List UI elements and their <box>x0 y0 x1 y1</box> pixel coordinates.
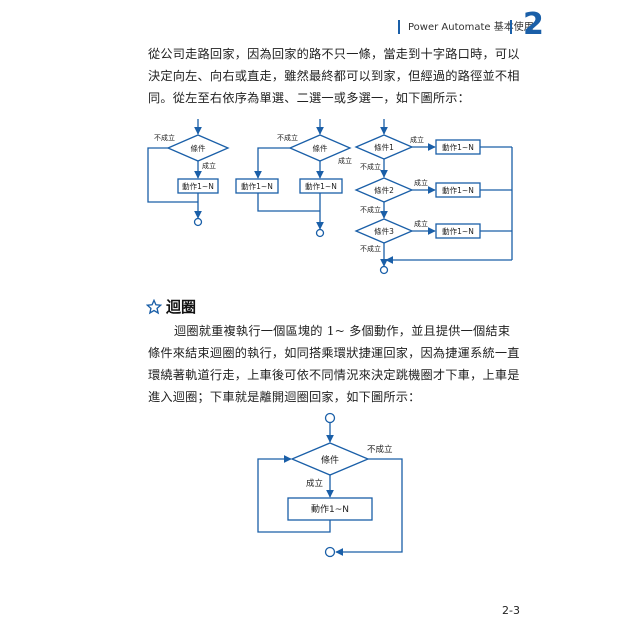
action3-label: 動作1~N <box>442 226 474 236</box>
action1-label: 動作1~N <box>442 142 474 152</box>
condition-label: 條件 <box>313 143 328 153</box>
action-label: 動作1~N <box>182 181 214 191</box>
flowchart-two-way-selection: 條件 不成立 成立 動作1~N 動作1~N <box>235 119 352 238</box>
action-label-no: 動作1~N <box>241 181 273 191</box>
section-heading: 迴圈 <box>146 296 196 317</box>
end-node <box>324 546 336 558</box>
yes2-label: 成立 <box>414 178 428 187</box>
condition-label: 條件 <box>321 454 339 466</box>
chapter-number: 2 <box>523 7 544 42</box>
action-box-yes <box>299 178 343 194</box>
no-label: 不成立 <box>367 444 393 455</box>
action2-label: 動作1~N <box>442 185 474 195</box>
header-right-bar <box>510 20 512 34</box>
loop-paragraph: 迴圈就重複執行一個區塊的 1~ 多個動作，並且提供一個結束條件來結束迴圈的執行，… <box>148 324 520 404</box>
no2-label: 不成立 <box>360 205 381 214</box>
yes-label: 成立 <box>306 478 324 489</box>
no-label: 不成立 <box>277 133 298 142</box>
condition-label: 條件 <box>191 143 206 153</box>
yes1-label: 成立 <box>410 135 424 144</box>
intro-paragraph: 從公司走路回家，因為回家的路不只一條，當走到十字路口時，可以決定向左、向右或直走… <box>148 47 520 105</box>
end-node <box>193 217 203 227</box>
start-node <box>324 412 336 424</box>
section-title: 迴圈 <box>166 298 197 316</box>
selection-flowcharts: 條件 不成立 成立 動作1~N 條件 不成立 成立 動作1~N 動作1~N 條件… <box>147 119 513 275</box>
no-label: 不成立 <box>154 133 175 142</box>
yes-label: 成立 <box>202 161 216 170</box>
yes-label: 成立 <box>338 156 352 165</box>
no1-label: 不成立 <box>360 162 381 171</box>
flowchart-single-selection: 條件 不成立 成立 動作1~N <box>147 119 230 227</box>
condition2-label: 條件2 <box>374 185 394 195</box>
condition3-label: 條件3 <box>374 226 394 236</box>
action-label-yes: 動作1~N <box>305 181 337 191</box>
end-node <box>315 228 325 238</box>
condition1-label: 條件1 <box>374 142 394 152</box>
flowchart-multi-way-selection: 條件1 成立 不成立 動作1~N 條件2 成立 不成立 動作1~N 條件3 成立… <box>354 119 513 275</box>
star-icon <box>146 298 162 314</box>
yes3-label: 成立 <box>414 219 428 228</box>
action-box-no <box>235 178 279 194</box>
end-node <box>379 265 389 275</box>
action-label: 動作1~N <box>311 503 349 515</box>
header-left-bar <box>398 20 400 34</box>
loop-flowchart: 條件 不成立 成立 動作1~N <box>257 412 403 558</box>
no3-label: 不成立 <box>360 244 381 253</box>
running-header-title: Power Automate 基本使用 <box>408 22 534 33</box>
page-number: 2-3 <box>502 604 520 617</box>
